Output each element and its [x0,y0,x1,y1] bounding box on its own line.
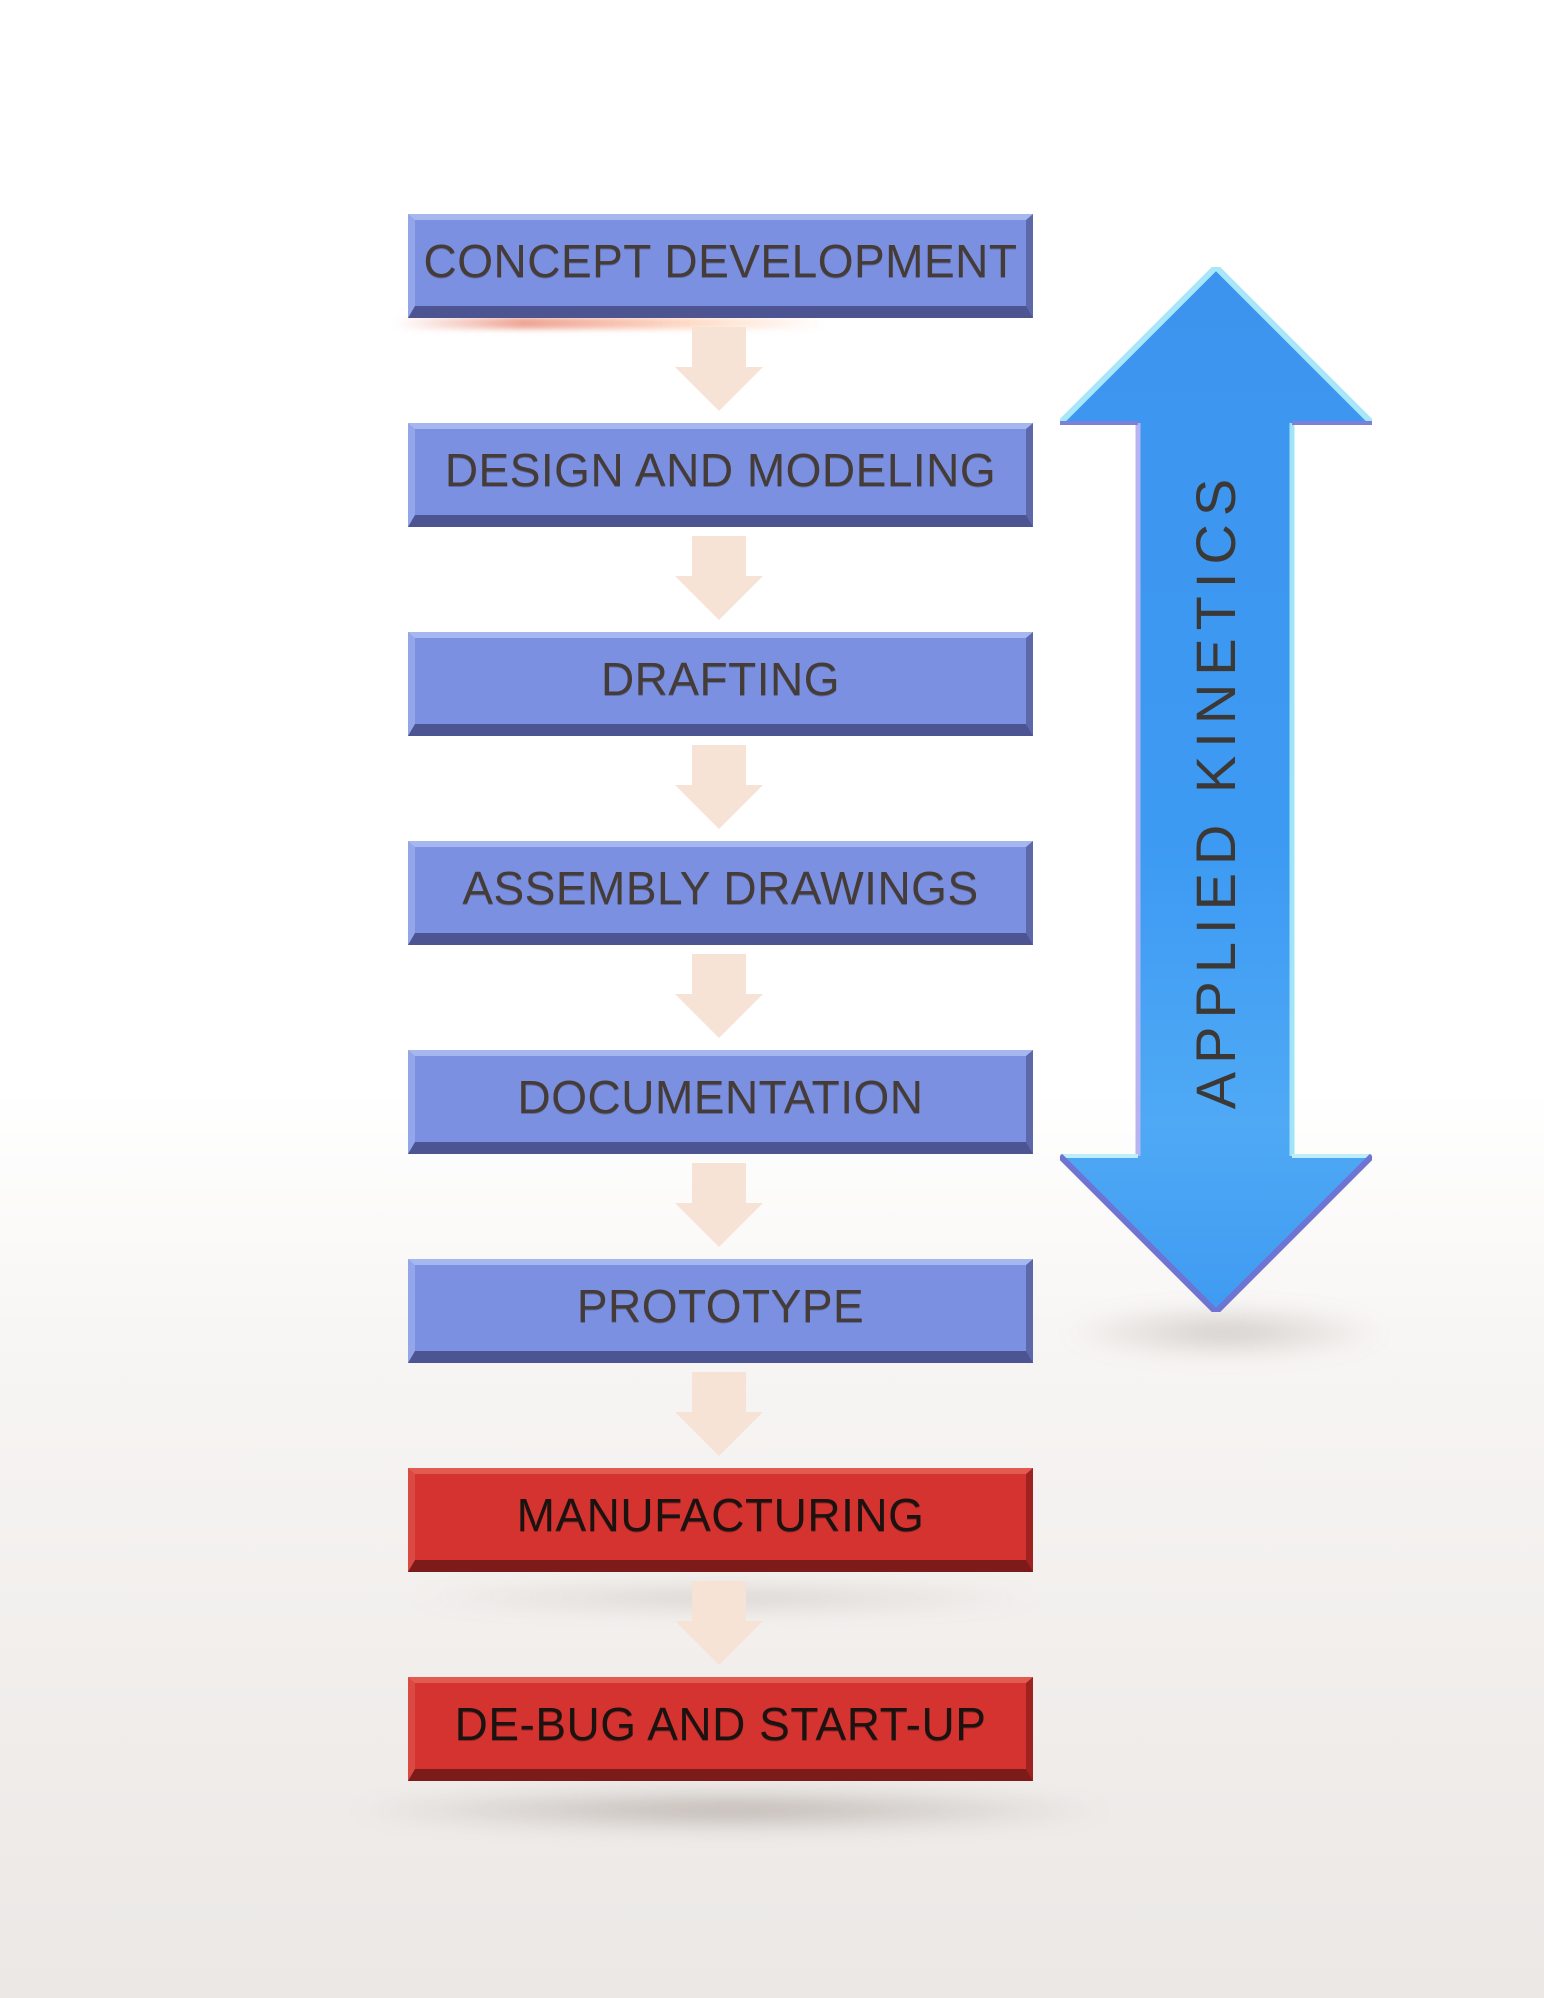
step-box-assembly-drawings: ASSEMBLY DRAWINGS [408,841,1033,945]
step-label: DRAFTING [600,653,841,705]
step-box-documentation: DOCUMENTATION [408,1050,1033,1154]
down-arrow-icon [675,327,763,411]
side-arrow-text: APPLIED KINETICS [1183,470,1247,1110]
shadow-under-debug [350,1790,1110,1830]
step-box-design-and-modeling: DESIGN AND MODELING [408,423,1033,527]
down-arrow-icon [675,954,763,1038]
down-arrow-icon [675,536,763,620]
step-label: CONCEPT DEVELOPMENT [423,235,1018,287]
step-box-debug-and-startup: DE-BUG AND START-UP [408,1677,1033,1781]
step-label: ASSEMBLY DRAWINGS [462,862,979,914]
step-label: DOCUMENTATION [517,1071,924,1123]
step-box-drafting: DRAFTING [408,632,1033,736]
step-box-manufacturing: MANUFACTURING [408,1468,1033,1572]
shadow-under-double-arrow [1060,1305,1390,1359]
step-label: PROTOTYPE [576,1280,865,1332]
reflection-artifact [395,317,825,329]
double-arrow-icon [1060,267,1372,1312]
step-label: MANUFACTURING [516,1489,925,1541]
step-label: DE-BUG AND START-UP [454,1698,987,1750]
step-box-concept-development: CONCEPT DEVELOPMENT [408,214,1033,318]
step-label: DESIGN AND MODELING [444,444,997,496]
down-arrow-icon [675,745,763,829]
step-box-prototype: PROTOTYPE [408,1259,1033,1363]
double-arrow-label: APPLIED KINETICS [1180,415,1250,1165]
